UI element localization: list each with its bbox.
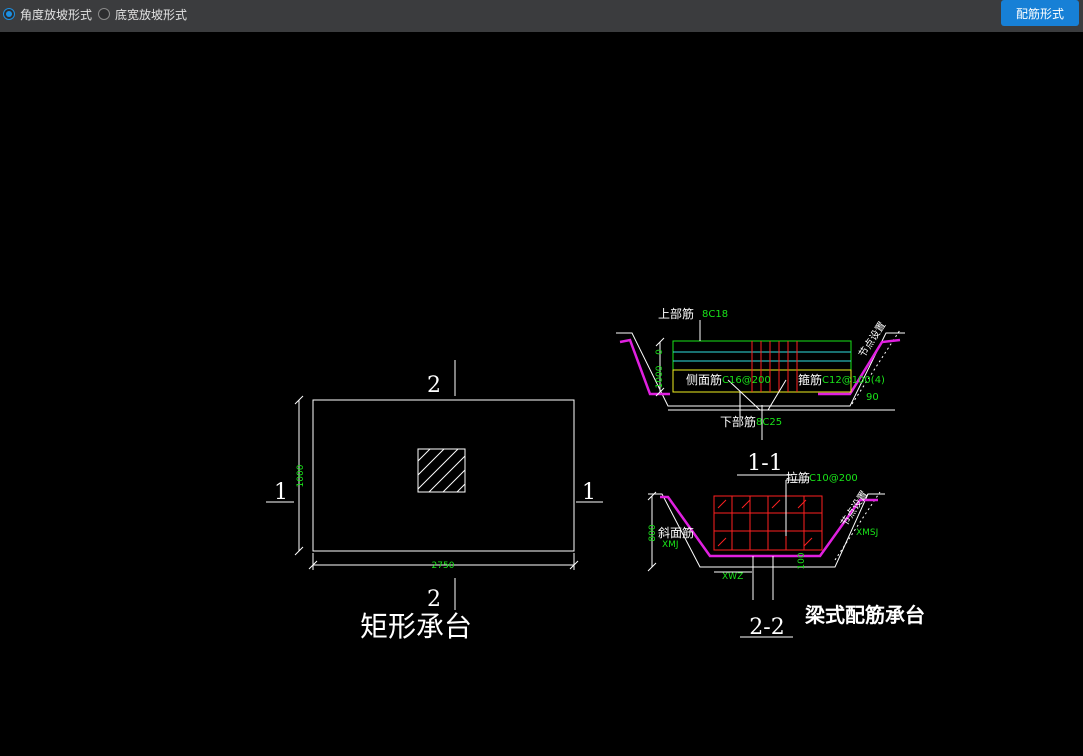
top-bar-value: 8C18 [702, 309, 728, 320]
radio-width-slope-label: 底宽放坡形式 [115, 7, 188, 22]
rect-cap-title: 矩形承台 [360, 610, 472, 643]
section-1-1-label: 1-1 [747, 451, 782, 476]
side-bar-value: C16@200 [722, 375, 771, 386]
node-setting-note-2: 节点设置 [838, 489, 870, 529]
top-bar-label: 上部筋 [658, 306, 694, 321]
xmsj-text: XMSJ [856, 528, 878, 538]
rect-cap-plan [266, 360, 603, 610]
dim-1000-text: 1000 [655, 365, 665, 388]
radio-angle-slope[interactable]: 角度放坡形式 [3, 5, 92, 23]
column-section [417, 448, 466, 493]
column-hatch [417, 448, 466, 493]
slope-bar-label: 斜面筋 [658, 525, 694, 540]
tie-bar-label: 拉筋 [786, 470, 810, 485]
dim-width-text: 2750 [432, 561, 455, 571]
radio-angle-slope-label: 角度放坡形式 [20, 7, 93, 22]
side-bar-label: 侧面筋 [686, 372, 722, 387]
section-mark-2-top: 2 [427, 373, 441, 398]
dim-100-text: 100 [797, 552, 807, 569]
stirrup-label: 箍筋 [798, 372, 822, 387]
beam-cap-title: 梁式配筋承台 [804, 603, 925, 627]
section-2-2-drawing [647, 479, 885, 638]
dim-0-text: 0 [655, 349, 665, 355]
toolbar: 角度放坡形式 底宽放坡形式 配筋形式 [0, 0, 1083, 32]
cap-outline [312, 399, 575, 552]
section-mark-1-left: 1 [274, 480, 288, 505]
tie-bar-value: C10@200 [809, 473, 858, 484]
dim-800-text: 800 [648, 524, 658, 541]
bottom-bar-label: 下部筋 [720, 414, 756, 429]
radio-width-slope[interactable]: 底宽放坡形式 [98, 5, 187, 23]
radio-selected-icon [3, 8, 15, 20]
section-mark-1-right: 1 [582, 480, 596, 505]
stirrup-value: C12@100(4) [822, 375, 885, 386]
section-1-1-drawing [616, 320, 905, 476]
radio-unselected-icon [98, 8, 110, 20]
section-mark-2-bottom: 2 [427, 587, 441, 612]
reinforcement-form-button[interactable]: 配筋形式 [1001, 0, 1079, 26]
section-1-1-outline [616, 332, 905, 407]
slope-angle-text: 90 [866, 392, 879, 403]
section-2-2-outline [648, 493, 885, 568]
bottom-bar-value: 8C25 [756, 417, 782, 428]
section-2-2-label: 2-2 [749, 615, 784, 640]
node-setting-note-1: 节点设置 [856, 320, 888, 360]
xmj-text: XMJ [662, 540, 679, 550]
xwz-text: XWZ [722, 572, 743, 582]
dim-height-text: 1000 [296, 464, 306, 487]
